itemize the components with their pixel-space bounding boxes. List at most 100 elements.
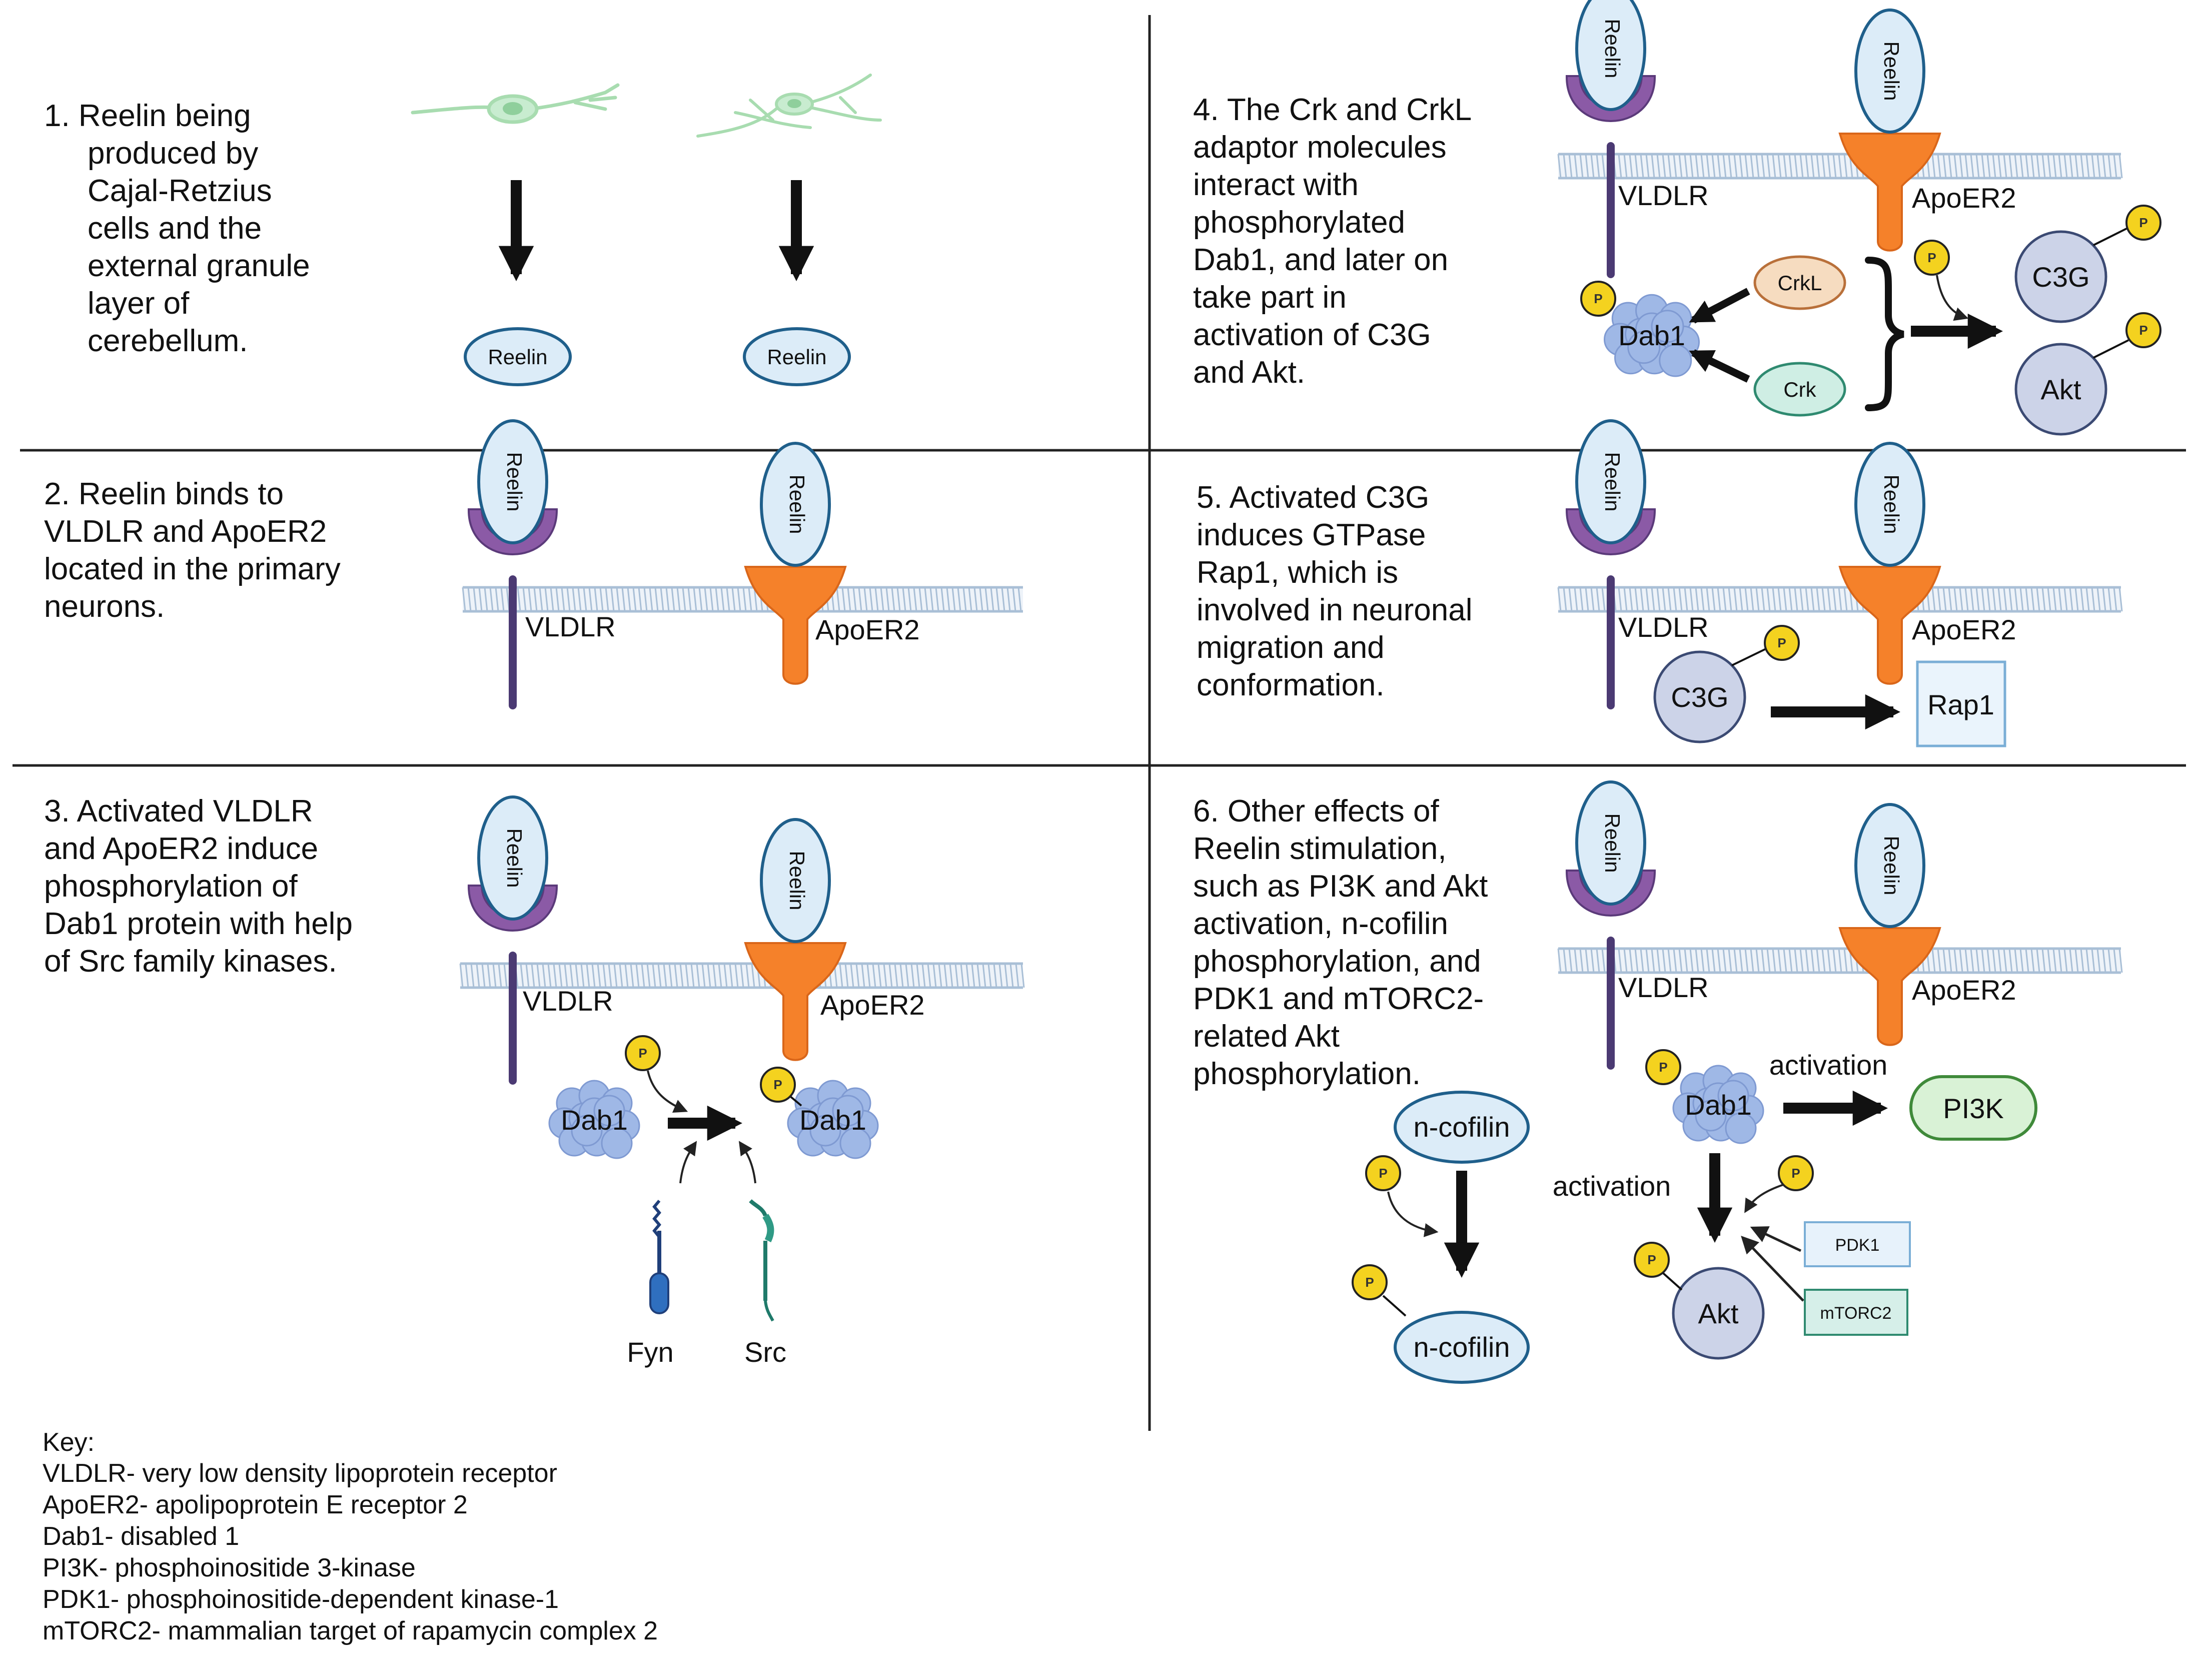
crkl-binding-arrow <box>1689 288 1750 324</box>
akt-label: Akt <box>1698 1298 1739 1329</box>
c3g-protein <box>1653 650 1746 743</box>
apoer2-receptor <box>744 566 847 685</box>
phosphate-group: P <box>1634 1242 1670 1278</box>
panel-dividers <box>13 15 2186 1431</box>
phosphate-bond <box>1662 1272 1683 1291</box>
phosphate-transfer-arrow <box>1936 275 1969 321</box>
mtorc2-label: mTORC2 <box>1820 1304 1892 1323</box>
reelin-label: Reelin <box>488 345 547 369</box>
fyn-kinase <box>649 1200 669 1314</box>
key-title: Key: <box>43 1428 95 1457</box>
reelin-protein <box>477 419 548 544</box>
akt-protein <box>1672 1267 1765 1360</box>
dab1-label: Dab1 <box>1685 1089 1752 1121</box>
cell-membrane <box>459 962 1025 989</box>
phosphate-label: P <box>2139 323 2147 338</box>
pi3k-box <box>1909 1075 2037 1141</box>
apoer2-label: ApoER2 <box>815 614 920 645</box>
phosphate-label: P <box>773 1077 782 1092</box>
reelin-label: Reelin <box>785 851 809 910</box>
reelin-protein <box>1854 803 1925 928</box>
reelin-protein <box>1575 419 1646 544</box>
reelin-label: Reelin <box>1880 41 1903 101</box>
phosphate-bond <box>788 1095 802 1107</box>
reelin-label: Reelin <box>1601 19 1624 78</box>
phosphate-transfer-arrow <box>1387 1191 1439 1237</box>
phosphate-group: P <box>1914 240 1950 276</box>
c3g-label: C3G <box>2032 261 2089 293</box>
phosphate-bond <box>2093 339 2129 359</box>
key-lines: VLDLR- very low density lipoprotein rece… <box>43 1459 658 1645</box>
dab1-protein <box>1672 1065 1764 1144</box>
panel-6-graphics: n-cofilin P n-cofilin P Dab1 P activatio… <box>1352 1049 2037 1384</box>
apoer2-receptor <box>1838 927 1941 1046</box>
akt-protein <box>2014 343 2107 436</box>
crk-binding-arrow <box>1689 349 1750 383</box>
apoer2-receptor <box>1838 566 1941 685</box>
phosphate-label: P <box>1647 1252 1656 1267</box>
cell-membrane <box>1557 947 2123 974</box>
crkl-label: CrkL <box>1778 271 1822 295</box>
phosphate-group: P <box>625 1035 661 1071</box>
apoer2-label: ApoER2 <box>1912 182 2016 214</box>
phosphate-group: P <box>1365 1155 1401 1191</box>
dab1-protein <box>548 1080 640 1159</box>
cell-membrane <box>1557 586 2123 613</box>
phosphate-group: P <box>1580 281 1616 317</box>
dab1-label: Dab1 <box>799 1104 866 1136</box>
vldlr-label: VLDLR <box>523 985 613 1017</box>
reelin-label: Reelin <box>1601 452 1624 511</box>
n-cofilin-label: n-cofilin <box>1414 1331 1510 1363</box>
phosphate-label: P <box>1379 1166 1387 1181</box>
phosphate-transfer-arrow <box>647 1070 688 1113</box>
reelin-label: Reelin <box>767 345 826 369</box>
akt-label: Akt <box>2041 374 2081 405</box>
vldlr-label: VLDLR <box>1618 611 1709 643</box>
reelin-label: Reelin <box>1880 835 1903 895</box>
dab1-label: Dab1 <box>561 1104 628 1136</box>
fyn-label: Fyn <box>627 1336 673 1368</box>
grouping-brace <box>1865 257 1904 411</box>
apoer2-label: ApoER2 <box>1912 614 2016 645</box>
vldlr-label: VLDLR <box>525 611 616 642</box>
pdk1-label: PDK1 <box>1835 1236 1880 1255</box>
fyn-contribution-arrow <box>679 1141 697 1184</box>
pdk1-box <box>1804 1221 1911 1267</box>
cajal-retzius-neuron <box>411 83 620 124</box>
apoer2-label: ApoER2 <box>1912 974 2016 1006</box>
reelin-protein <box>1575 780 1646 906</box>
phosphate-bond <box>1731 648 1766 666</box>
vldlr-label: VLDLR <box>1618 972 1709 1003</box>
crk-label: Crk <box>1783 378 1816 401</box>
phosphate-label: P <box>1594 291 1602 306</box>
pi3k-label: PI3K <box>1943 1093 2003 1124</box>
panel-3-graphics: Dab1 P Dab1 P Fyn Src <box>548 1035 879 1368</box>
pdk1-arrow <box>1750 1226 1802 1252</box>
mtorc2-arrow <box>1741 1235 1804 1302</box>
dab1-label: Dab1 <box>1618 320 1685 351</box>
reelin-label: Reelin <box>1880 474 1903 534</box>
receptor-pairs: ReelinVLDLRReelinApoER2ReelinVLDLRReelin… <box>459 0 2123 1085</box>
n-cofilin-protein <box>1394 1311 1530 1384</box>
activation-label: activation <box>1769 1049 1888 1081</box>
phosphate-transfer-arrow <box>1744 1184 1784 1213</box>
src-kinase <box>749 1199 774 1322</box>
phosphate-group: P <box>1352 1264 1388 1300</box>
mtorc2-box <box>1804 1289 1908 1336</box>
apoer2-receptor <box>744 942 847 1061</box>
phosphate-bond <box>1382 1295 1407 1317</box>
granule-neuron <box>696 74 882 138</box>
reelin-protein <box>1575 0 1646 111</box>
phosphate-label: P <box>1659 1060 1667 1075</box>
src-label: Src <box>744 1336 786 1368</box>
